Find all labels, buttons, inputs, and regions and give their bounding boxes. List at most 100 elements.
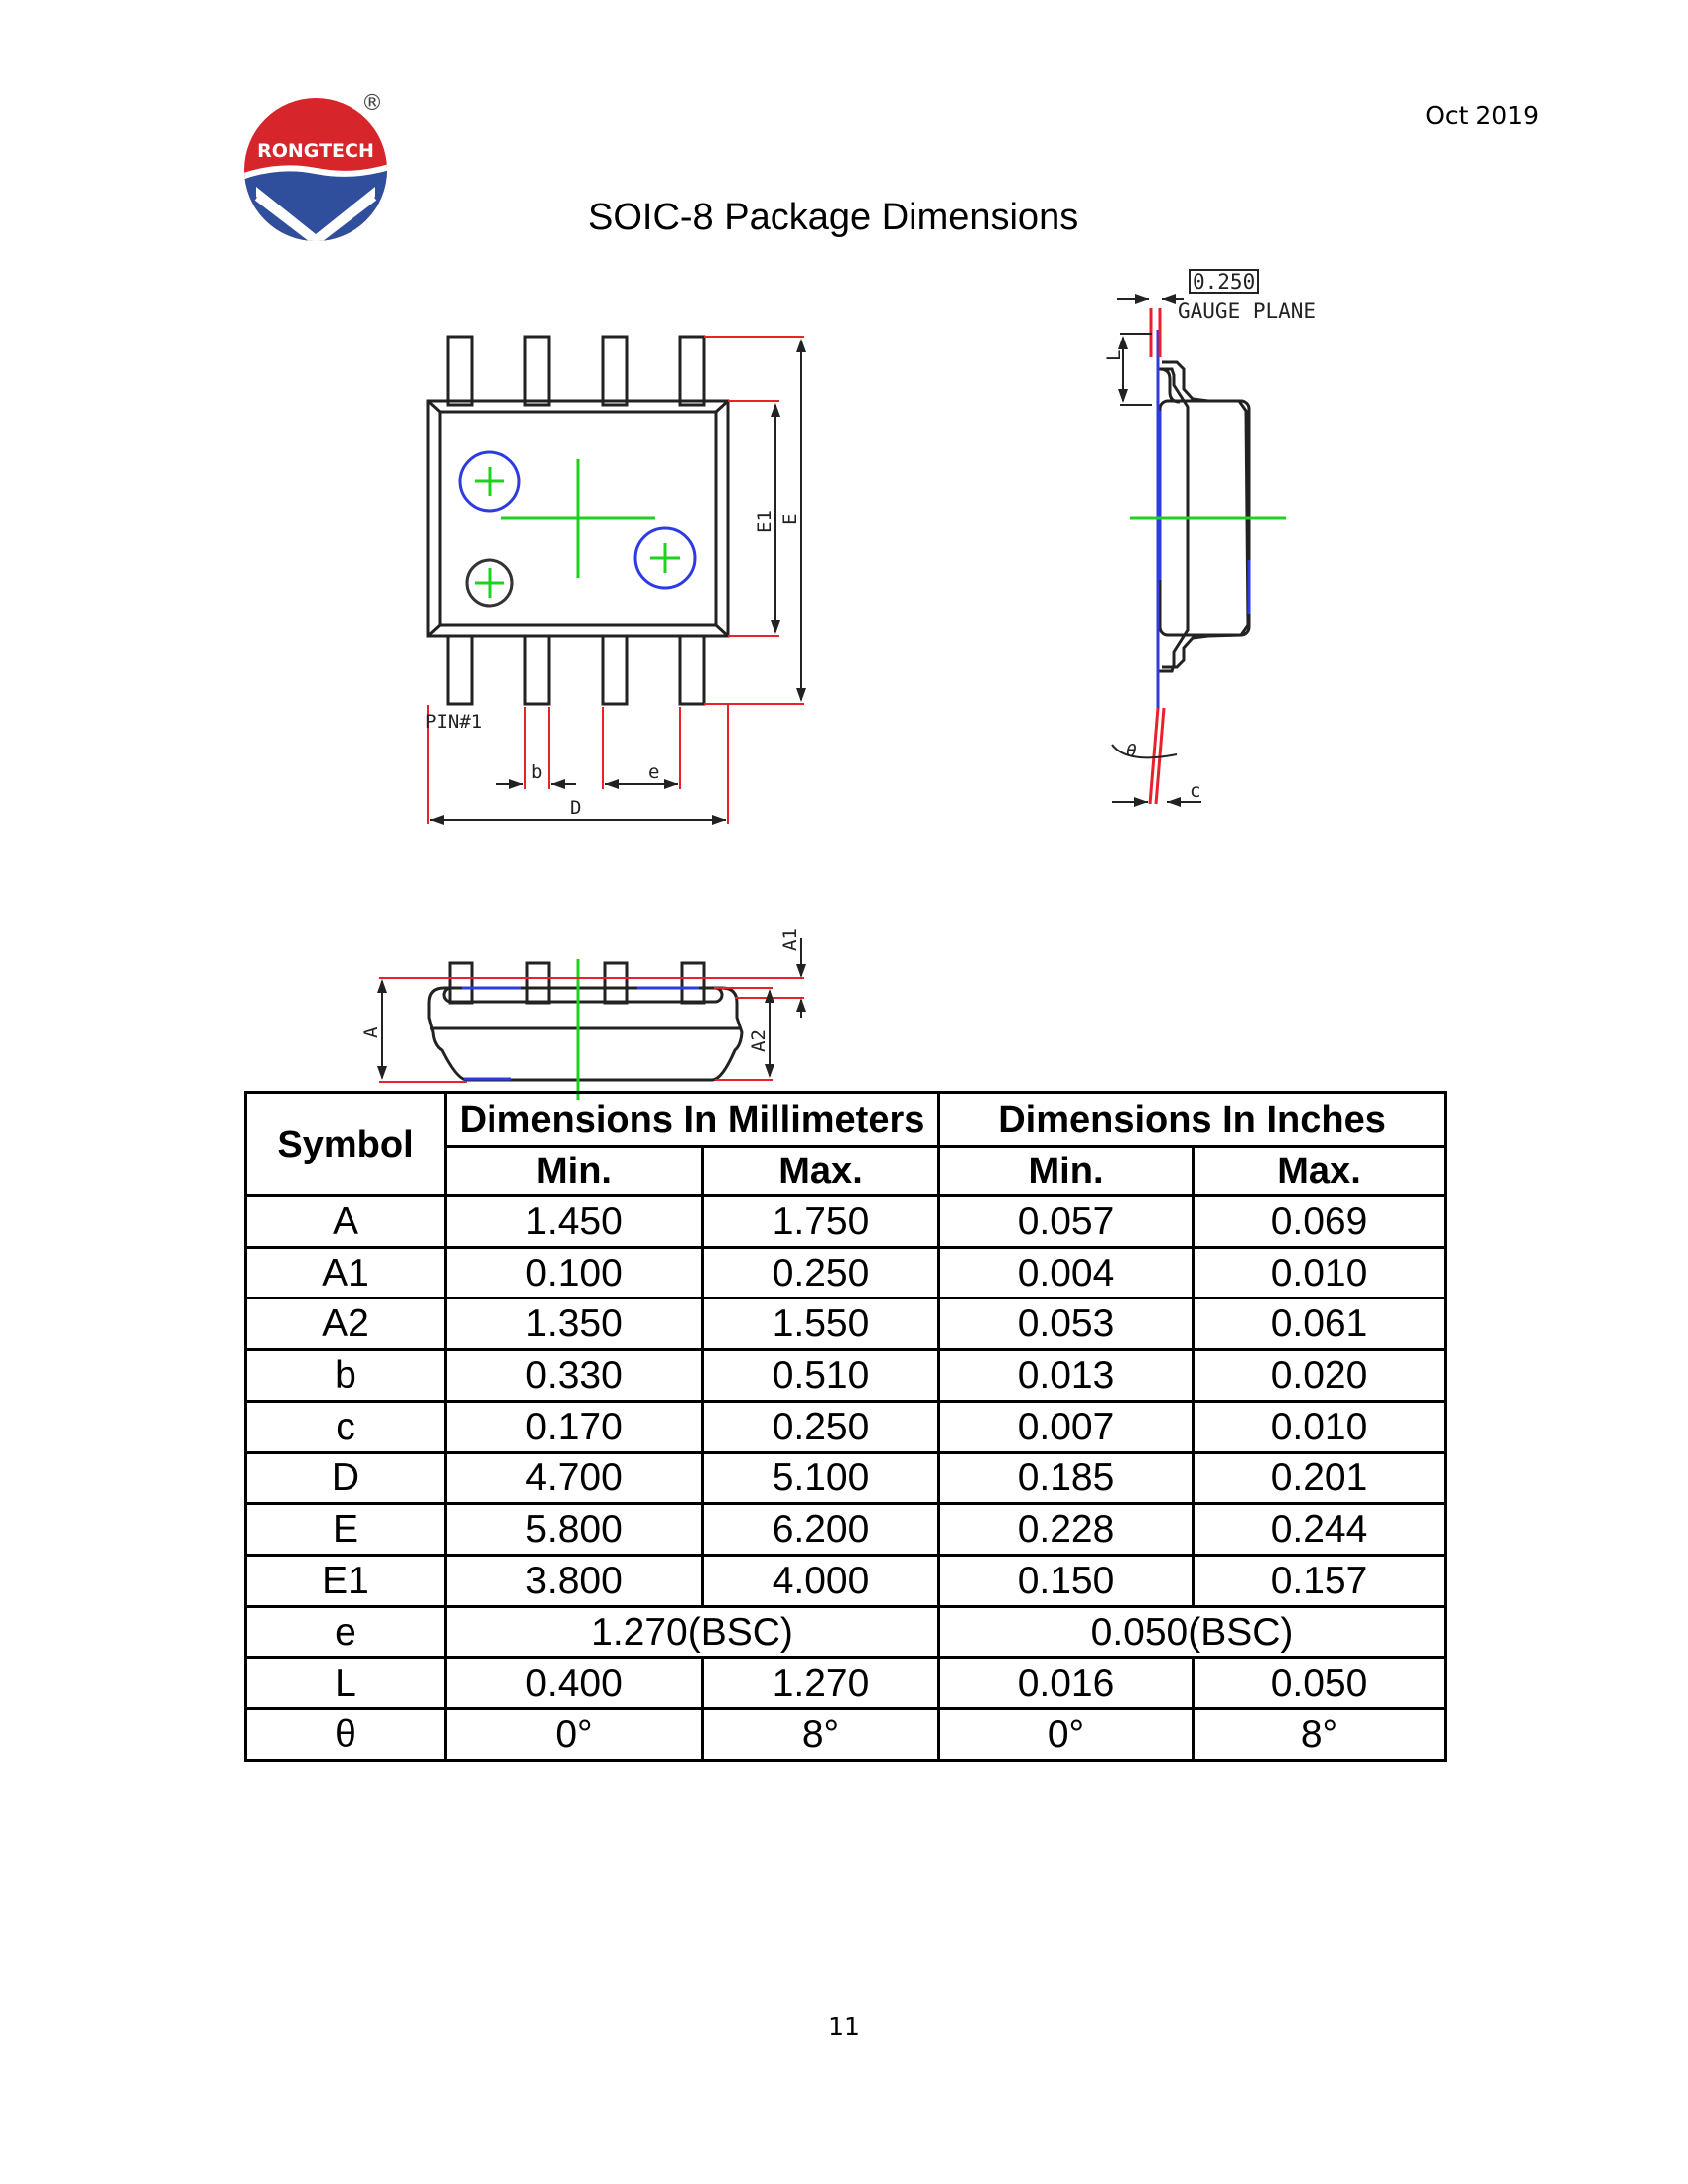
symbol-cell: E: [244, 1502, 447, 1558]
front-view: [427, 961, 744, 1082]
table-row: E1 3.800 4.000 0.150 0.157: [244, 1554, 1448, 1608]
in-max-header: Max.: [1192, 1145, 1448, 1197]
mm-min-header: Min.: [444, 1145, 704, 1197]
label-c: c: [1190, 780, 1200, 802]
document-date: Oct 2019: [1425, 101, 1539, 130]
label-theta: θ: [1126, 741, 1137, 761]
symbol-cell: θ: [244, 1707, 447, 1762]
top-view: [426, 335, 730, 706]
symbol-cell: c: [244, 1399, 447, 1454]
in-max-cell: 0.010: [1192, 1245, 1448, 1300]
in-max-cell: 0.010: [1192, 1399, 1448, 1454]
in-bsc-cell: 0.050(BSC): [937, 1604, 1448, 1660]
mm-max-cell: 0.510: [700, 1348, 941, 1403]
symbol-cell: E1: [244, 1554, 447, 1608]
mm-max-cell: 1.750: [700, 1194, 941, 1249]
table-row: E 5.800 6.200 0.228 0.244: [244, 1502, 1448, 1558]
in-max-cell: 0.069: [1192, 1194, 1448, 1249]
label-a1: A1: [779, 928, 801, 951]
in-min-header: Min.: [937, 1145, 1196, 1197]
mm-max-cell: 5.100: [700, 1450, 941, 1506]
mm-bsc-cell: 1.270(BSC): [443, 1604, 941, 1660]
label-a: A: [360, 1026, 382, 1038]
gauge-plane-label: GAUGE PLANE: [1178, 299, 1316, 323]
symbol-cell: e: [244, 1604, 447, 1660]
label-e1: E1: [754, 510, 775, 533]
in-min-cell: 0.185: [937, 1450, 1196, 1506]
in-max-cell: 0.244: [1192, 1502, 1448, 1558]
table-row: A 1.450 1.750 0.057 0.069: [244, 1194, 1448, 1249]
mm-min-cell: 5.800: [444, 1502, 704, 1558]
in-max-cell: 0.201: [1192, 1450, 1448, 1506]
symbol-header: Symbol: [244, 1091, 447, 1197]
in-max-cell: 0.050: [1192, 1656, 1448, 1711]
mm-max-cell: 0.250: [700, 1399, 941, 1454]
inches-header: Dimensions In Inches: [937, 1091, 1448, 1148]
label-b: b: [531, 761, 542, 783]
in-min-cell: 0.150: [937, 1554, 1196, 1608]
mm-max-cell: 8°: [700, 1707, 941, 1762]
mm-min-cell: 1.450: [444, 1194, 704, 1249]
top-view-marks: [458, 450, 697, 598]
side-view-marks: [1130, 308, 1286, 805]
in-max-cell: 0.020: [1192, 1348, 1448, 1403]
mm-min-cell: 0.330: [444, 1348, 704, 1403]
symbol-cell: A2: [244, 1297, 447, 1352]
label-a2: A2: [748, 1029, 770, 1052]
rongtech-logo: RONGTECH: [244, 98, 387, 241]
side-view-dims: [1111, 269, 1259, 803]
in-min-cell: 0.013: [937, 1348, 1196, 1403]
mm-header: Dimensions In Millimeters: [443, 1091, 941, 1148]
mm-max-cell: 1.550: [700, 1297, 941, 1352]
table-row: A1 0.100 0.250 0.004 0.010: [244, 1245, 1448, 1300]
in-min-cell: 0.228: [937, 1502, 1196, 1558]
label-e: e: [648, 761, 659, 783]
table-row: b 0.330 0.510 0.013 0.020: [244, 1348, 1448, 1403]
table-row: θ 0° 8° 0° 8°: [244, 1707, 1448, 1762]
table-row-e: e 1.270(BSC) 0.050(BSC): [244, 1604, 1448, 1660]
symbol-cell: A1: [244, 1245, 447, 1300]
page-title: SOIC-8 Package Dimensions: [588, 197, 1079, 238]
symbol-cell: b: [244, 1348, 447, 1403]
in-min-cell: 0.057: [937, 1194, 1196, 1249]
in-min-cell: 0.053: [937, 1297, 1196, 1352]
in-max-cell: 0.157: [1192, 1554, 1448, 1608]
table-row: A2 1.350 1.550 0.053 0.061: [244, 1297, 1448, 1352]
table-row: D 4.700 5.100 0.185 0.201: [244, 1450, 1448, 1506]
in-max-cell: 0.061: [1192, 1297, 1448, 1352]
package-drawing: PIN#1 b e D E1 E 0.250: [360, 269, 1316, 1100]
page-number: 11: [828, 2012, 860, 2041]
in-min-cell: 0°: [937, 1707, 1196, 1762]
mm-min-cell: 0°: [444, 1707, 704, 1762]
mm-min-cell: 0.100: [444, 1245, 704, 1300]
gauge-value: 0.250: [1193, 270, 1255, 294]
label-l: L: [1103, 350, 1125, 361]
table-row: c 0.170 0.250 0.007 0.010: [244, 1399, 1448, 1454]
in-min-cell: 0.007: [937, 1399, 1196, 1454]
label-d: D: [570, 797, 581, 819]
logo-text: RONGTECH: [257, 140, 374, 162]
label-e-big: E: [779, 514, 801, 525]
mm-min-cell: 0.400: [444, 1656, 704, 1711]
mm-max-cell: 1.270: [700, 1656, 941, 1711]
mm-max-cell: 4.000: [700, 1554, 941, 1608]
mm-min-cell: 3.800: [444, 1554, 704, 1608]
mm-max-header: Max.: [700, 1145, 941, 1197]
in-min-cell: 0.004: [937, 1245, 1196, 1300]
mm-min-cell: 1.350: [444, 1297, 704, 1352]
table-row: L 0.400 1.270 0.016 0.050: [244, 1656, 1448, 1711]
front-view-marks: [462, 959, 699, 1100]
symbol-cell: D: [244, 1450, 447, 1506]
symbol-cell: A: [244, 1194, 447, 1249]
mm-min-cell: 4.700: [444, 1450, 704, 1506]
dimensions-table: Symbol Dimensions In Millimeters Dimensi…: [244, 1091, 1448, 1762]
registered-mark: ®: [361, 91, 383, 116]
mm-min-cell: 0.170: [444, 1399, 704, 1454]
symbol-cell: L: [244, 1656, 447, 1711]
mm-max-cell: 6.200: [700, 1502, 941, 1558]
in-max-cell: 8°: [1192, 1707, 1448, 1762]
top-view-dimensions: [427, 336, 804, 824]
mm-max-cell: 0.250: [700, 1245, 941, 1300]
in-min-cell: 0.016: [937, 1656, 1196, 1711]
label-pin1: PIN#1: [425, 711, 482, 733]
